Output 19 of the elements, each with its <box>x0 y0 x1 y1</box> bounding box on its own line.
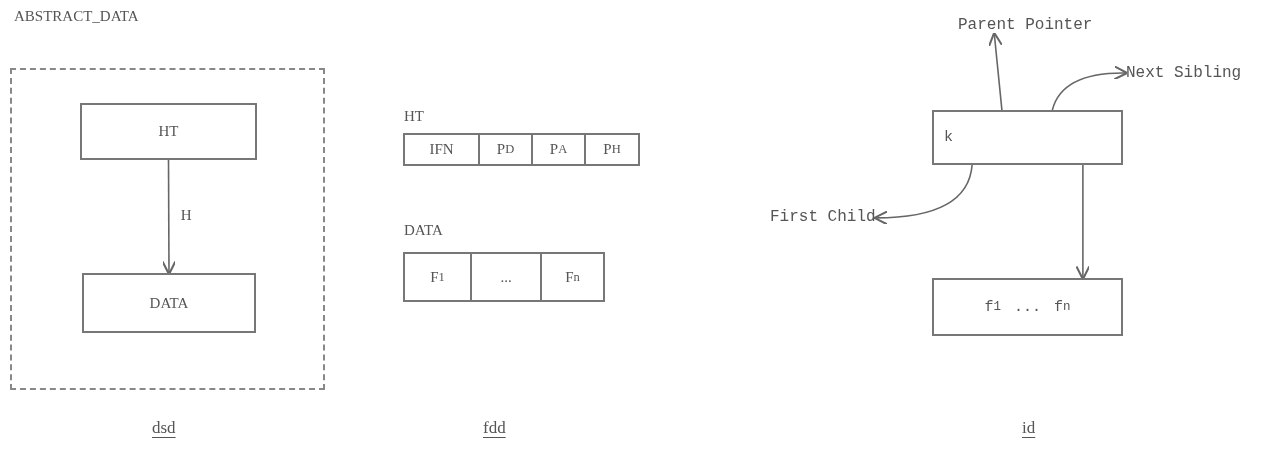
panel-caption: fdd <box>483 418 506 438</box>
record-title: DATA <box>404 222 443 239</box>
record-title: HT <box>404 108 424 125</box>
entity-box: DATA <box>82 273 256 333</box>
arrow <box>1051 65 1129 111</box>
arrow <box>988 31 1003 111</box>
arrow <box>873 164 973 226</box>
node-box: k <box>932 110 1123 165</box>
group-title: ABSTRACT_DATA <box>14 8 139 25</box>
pointer-label: Parent Pointer <box>958 16 1093 34</box>
record-field: IFN <box>403 133 480 166</box>
entity-box: HT <box>80 103 257 160</box>
arrow <box>1075 164 1091 281</box>
arrow <box>161 159 177 276</box>
panel-caption: dsd <box>152 418 176 438</box>
panel-caption: id <box>1022 418 1036 438</box>
pointer-label: Next Sibling <box>1126 64 1242 82</box>
pointer-label: First Child <box>770 208 876 226</box>
record-field: ... <box>470 252 542 302</box>
